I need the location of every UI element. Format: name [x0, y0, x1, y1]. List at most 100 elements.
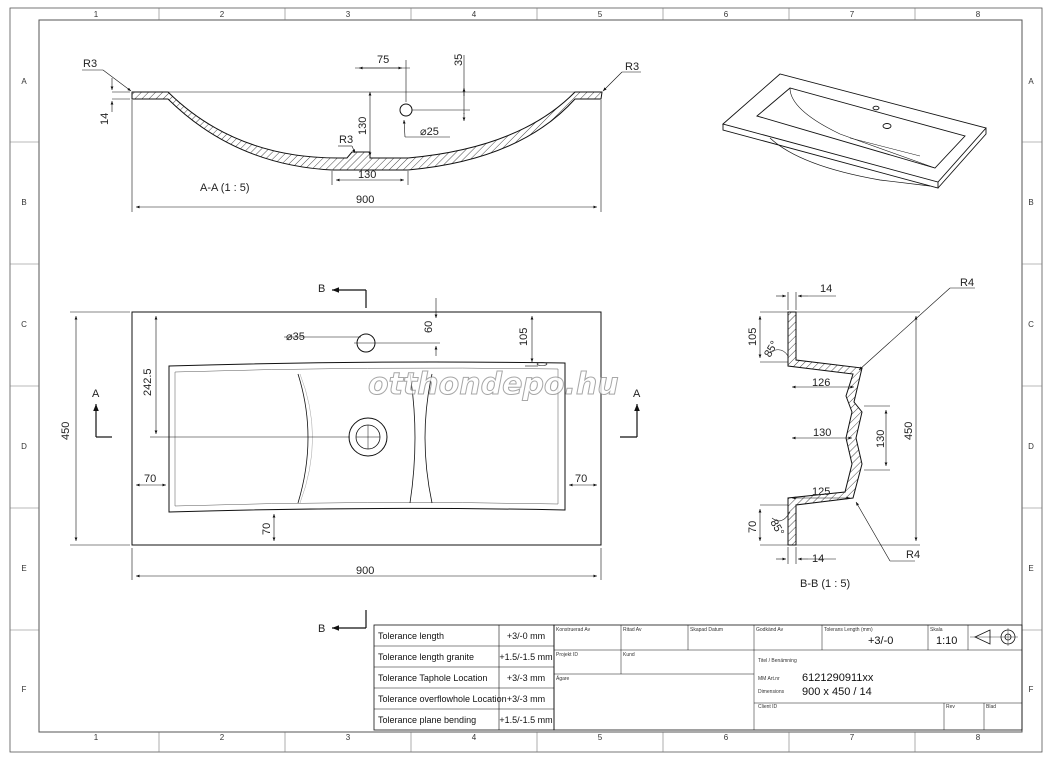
plan-depth-label: 450 — [60, 422, 72, 440]
tb-dim-label: Dimensions — [758, 689, 785, 695]
tb-dim-value: 900 x 450 / 14 — [802, 686, 872, 698]
aa-thickness-label: 14 — [99, 113, 111, 125]
tolerance-row-value: +3/-0 mm — [507, 631, 545, 641]
grid-col-label: 4 — [472, 10, 477, 19]
grid-col-label: 2 — [220, 10, 225, 19]
tb-rev: Rev — [946, 704, 955, 710]
bb-top-h-label: 105 — [747, 328, 759, 346]
grid-row-label: A — [1028, 77, 1034, 86]
tolerance-row-value: +3/-3 mm — [507, 673, 545, 683]
tolerance-row-label: Tolerance length granite — [378, 652, 474, 662]
tolerance-row-value: +1.5/-1.5 mm — [499, 715, 552, 725]
tb-konstruerad: Konstruerad Av — [556, 627, 591, 633]
grid-row-label: D — [21, 442, 27, 451]
section-b-bottom-marker: B — [318, 610, 367, 635]
bb-w2-label: 130 — [813, 427, 831, 439]
plan-bottom-label: 70 — [261, 523, 273, 535]
tb-kund: Kund — [623, 652, 635, 658]
tb-scale-value: 1:10 — [936, 635, 957, 647]
grid-col-label: 8 — [976, 733, 981, 742]
tb-client-id: Client ID — [758, 704, 778, 710]
svg-text:B: B — [318, 283, 325, 295]
plan-width-label: 900 — [356, 565, 374, 577]
tolerance-row-label: Tolerance Taphole Location — [378, 673, 487, 683]
grid-col-label: 7 — [850, 733, 855, 742]
tb-godkand: Godkänd Av — [756, 627, 784, 633]
tolerance-row-label: Tolerance length — [378, 631, 444, 641]
plan-center-y-label: 242.5 — [142, 368, 154, 396]
bb-angle-top-label: 85° — [762, 339, 781, 359]
section-aa-caption: A-A (1 : 5) — [200, 182, 250, 194]
grid-col-label: 5 — [598, 10, 603, 19]
grid-row-label: F — [22, 685, 27, 694]
bb-w3-label: 125 — [812, 486, 830, 498]
grid-col-label: 4 — [472, 733, 477, 742]
tolerance-row-label: Tolerance plane bending — [378, 715, 476, 725]
grid-row-label: B — [1028, 198, 1033, 207]
grid-row-label: A — [21, 77, 27, 86]
plan-tap-dia-label: ⌀35 — [286, 331, 305, 343]
section-a-left-marker: A — [92, 388, 112, 438]
tolerance-table: Tolerance length +3/-0 mm Tolerance length… — [373, 624, 555, 731]
svg-text:A: A — [633, 388, 641, 400]
svg-text:A: A — [92, 388, 100, 400]
grid-row-label: D — [1028, 442, 1034, 451]
grid-col-label: 7 — [850, 10, 855, 19]
bb-angle-bottom-label: 85° — [767, 518, 786, 538]
grid-col-label: 3 — [346, 733, 351, 742]
title-block: Konstruerad Av Ritad Av Skapad Datum God… — [553, 624, 1023, 731]
bb-inner-h-label: 130 — [875, 430, 887, 448]
grid-row-label: E — [21, 564, 26, 573]
tolerance-row-label: Tolerance overflowhole Location — [378, 694, 507, 704]
bb-r-top-label: R4 — [960, 277, 974, 289]
bb-bottom-h-label: 70 — [747, 521, 759, 533]
bb-bot-thk-label: 14 — [812, 553, 824, 565]
plan-edge-y-label: 105 — [518, 328, 530, 346]
aa-r-right-label: R3 — [625, 61, 639, 73]
section-aa-overflow-hole — [399, 103, 413, 117]
aa-depth-label: 130 — [357, 117, 369, 135]
aa-width-label: 900 — [356, 194, 374, 206]
grid-row-label: C — [21, 320, 27, 329]
frame-ticks — [10, 8, 1042, 752]
tb-skapad: Skapad Datum — [690, 627, 723, 633]
tb-art-value: 6121290911xx — [802, 672, 874, 684]
plan-view: 450 900 242.5 ⌀35 60 105 70 70 70 B B A … — [60, 283, 641, 635]
section-a-right-marker: A — [620, 388, 641, 438]
section-b-top-marker: B — [318, 283, 367, 308]
watermark: otthondepo.hu — [368, 367, 619, 402]
grid-row-label: B — [21, 198, 26, 207]
tolerance-row-value: +3/-3 mm — [507, 694, 545, 704]
svg-text:B: B — [318, 623, 325, 635]
tb-scale-header: Skala — [930, 627, 943, 633]
section-bb-caption: B-B (1 : 5) — [800, 578, 850, 590]
grid-col-label: 1 — [94, 10, 99, 19]
grid-row-label: C — [1028, 320, 1034, 329]
sheet-frame — [9, 7, 1043, 753]
grid-col-label: 5 — [598, 733, 603, 742]
grid-row-label: E — [1028, 564, 1033, 573]
tb-titel: Titel / Benämning — [758, 658, 797, 664]
bb-top-thk-label: 14 — [820, 283, 832, 295]
section-aa-view: R3 R3 R3 14 75 35 ⌀25 130 130 900 A-A (1… — [82, 54, 641, 212]
tb-art-label: MM Art.nr — [758, 676, 780, 682]
grid-row-labels-left: A B C D E F — [21, 77, 27, 694]
projection-symbol — [970, 628, 1018, 646]
section-bb-view: 14 105 85° 126 130 130 450 125 85° 70 14… — [747, 277, 975, 590]
tb-tol-header: Tolerans Length (mm) — [824, 627, 873, 633]
plan-side-right-label: 70 — [575, 473, 587, 485]
aa-bottom-width-label: 130 — [358, 169, 376, 181]
grid-col-label: 6 — [724, 10, 729, 19]
tb-tol-value: +3/-0 — [868, 635, 893, 647]
plan-tap-y-label: 60 — [423, 321, 435, 333]
aa-r-bottom-label: R3 — [339, 134, 353, 146]
grid-col-label: 3 — [346, 10, 351, 19]
tolerance-row-value: +1.5/-1.5 mm — [499, 652, 552, 662]
aa-hole-depth-label: 35 — [453, 54, 465, 66]
plan-outline — [131, 311, 602, 546]
bb-w1-label: 126 — [812, 377, 830, 389]
tb-agare: Ägare — [556, 675, 570, 682]
